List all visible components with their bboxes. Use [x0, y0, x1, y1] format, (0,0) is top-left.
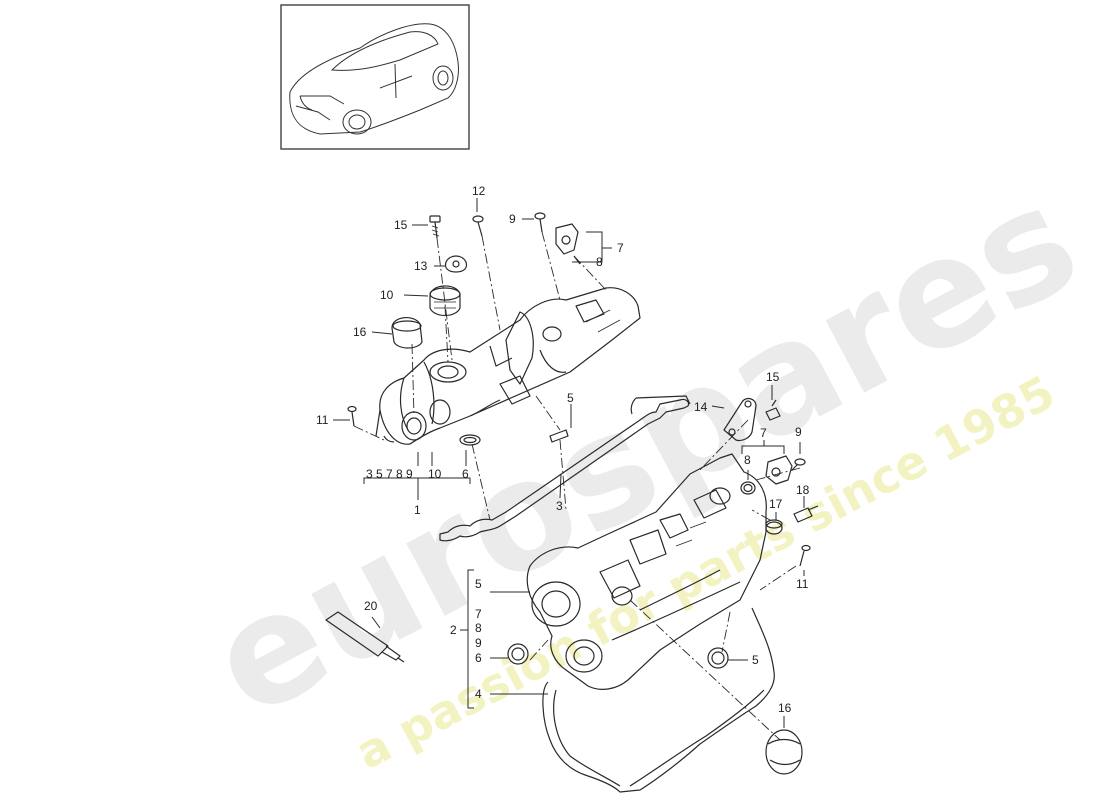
callout-9-lower: 9: [475, 636, 482, 650]
callout-8-top: 8: [596, 255, 603, 269]
callout-11-right: 11: [796, 577, 809, 591]
screw-12: [472, 215, 484, 237]
callout-12: 12: [472, 184, 486, 198]
callout-6-lower: 6: [475, 651, 482, 665]
screw-9-right: [791, 458, 806, 471]
callout-3: 3: [556, 499, 563, 513]
callout-6-upper: 6: [462, 467, 469, 481]
callout-15-top: 15: [394, 218, 408, 232]
callout-5-sub: 5: [376, 467, 383, 481]
callout-labels: 12 15 9 7 8 13 10 16 11 5 3 5 7 8 9 10 6…: [316, 184, 810, 715]
callout-1: 1: [414, 503, 421, 517]
callout-7-right: 7: [760, 426, 767, 440]
callout-11-left: 11: [316, 413, 329, 427]
callout-15-right: 15: [766, 370, 780, 384]
seal-5-lower: [707, 647, 729, 669]
bracket-14: [723, 397, 757, 442]
sensor-7-right: [765, 455, 793, 485]
callout-3-sub: 3: [366, 467, 373, 481]
callout-17: 17: [769, 497, 783, 511]
dowel-5: [549, 429, 569, 443]
cap-16-top: [391, 317, 423, 349]
callout-2: 2: [450, 623, 457, 637]
callout-18: 18: [796, 483, 810, 497]
callout-4: 4: [475, 687, 482, 701]
callout-8-right: 8: [744, 453, 751, 467]
callout-14: 14: [694, 400, 708, 414]
leader-lines: [333, 198, 805, 741]
callout-9-sub: 9: [406, 467, 413, 481]
callout-8-sub: 8: [396, 467, 403, 481]
valve-cover-lower: [526, 453, 767, 690]
screw-11-left: [347, 405, 357, 427]
screw-11-right: [799, 544, 811, 567]
callout-13: 13: [414, 259, 428, 273]
plug-18: [793, 505, 819, 523]
callout-5-lower: 5: [475, 577, 482, 591]
callout-16-top: 16: [353, 325, 367, 339]
gasket-3: [439, 395, 691, 542]
callout-7-lower: 7: [475, 607, 482, 621]
callout-7-sub: 7: [386, 467, 393, 481]
callout-9-top: 9: [509, 212, 516, 226]
o-ring-6-upper: [459, 434, 481, 446]
callout-20: 20: [364, 599, 378, 613]
callout-5-dowel: 5: [567, 391, 574, 405]
bolt-15-top: [429, 215, 441, 239]
cap-16-lower: [765, 729, 803, 775]
screw-9-top: [534, 212, 546, 233]
o-ring-6-lower: [507, 643, 529, 665]
vehicle-thumbnail: [280, 4, 470, 150]
bolt-15-right: [765, 399, 781, 421]
car-icon: [289, 23, 459, 135]
sealant-tube-20: [325, 611, 405, 663]
callout-10-sub: 10: [428, 467, 442, 481]
callout-16-lower: 16: [778, 701, 792, 715]
gasket-4: [542, 607, 775, 793]
o-ring-8-right: [740, 481, 756, 495]
callout-7-top: 7: [617, 241, 624, 255]
valve-cover-upper: [375, 287, 641, 445]
callout-10-top: 10: [380, 288, 394, 302]
watermark: eurospares a passion for parts since 198…: [185, 152, 1100, 780]
callout-8-lower: 8: [475, 621, 482, 635]
callout-9-right: 9: [795, 425, 802, 439]
washer-13: [444, 255, 468, 273]
callout-5-seal: 5: [752, 653, 759, 667]
